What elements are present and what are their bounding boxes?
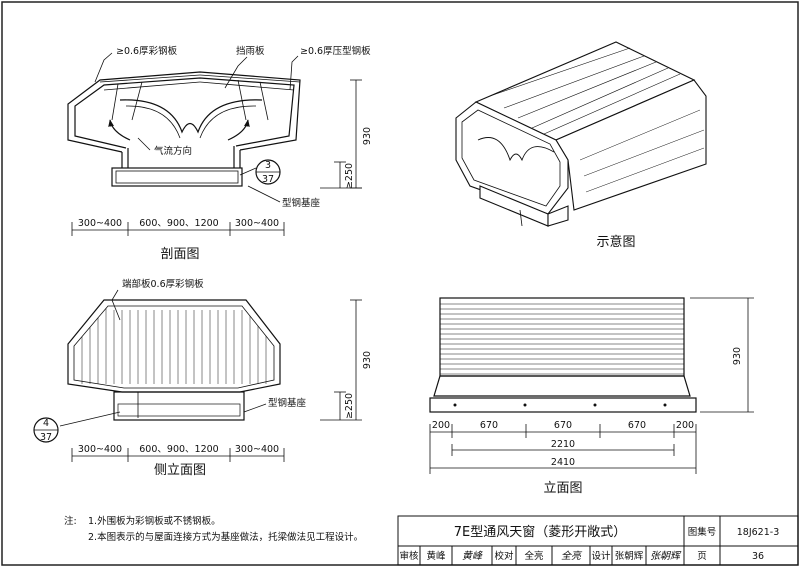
side-view [33, 289, 362, 462]
section-label-rain-board: 挡雨板 [236, 45, 265, 57]
elevation-total-inner: 2210 [551, 439, 575, 450]
section-label-base: 型钢基座 [282, 197, 321, 209]
section-airflow-right [227, 119, 250, 141]
section-dim-left: 300~400 [78, 218, 122, 229]
title-block-page-no: 36 [752, 551, 764, 562]
side-outer-outline [67, 299, 281, 393]
elevation-seg-2: 670 [480, 420, 498, 431]
section-label-steel-sheet: ≥0.6厚彩钢板 [116, 45, 178, 57]
side-dim-mid: 600、900、1200 [139, 444, 218, 455]
section-outer-skin [67, 71, 301, 153]
title-block-review-signature: 黄峰 [462, 550, 483, 562]
side-ref-top: 4 [43, 418, 49, 429]
title-block-design-signature: 张朝辉 [650, 550, 682, 562]
note-line-2: 2.本图表示的与屋面连接方式为基座做法，托梁做法见工程设计。 [88, 531, 363, 543]
title-block [397, 515, 799, 566]
schematic-baffle [477, 137, 555, 162]
note-line-1: 1.外围板为彩钢板或不锈钢板。 [88, 515, 221, 527]
section-steel-base [111, 167, 243, 187]
elevation-seg-3: 670 [554, 420, 572, 431]
section-inner-skin [74, 77, 295, 149]
section-label-airflow: 气流方向 [154, 145, 192, 157]
elevation-view-title: 立面图 [543, 481, 582, 496]
title-block-design-name: 张朝辉 [615, 551, 644, 562]
side-steel-base [113, 391, 245, 421]
side-dim-height: 930 [362, 351, 373, 369]
side-dim-right: 300~400 [235, 444, 279, 455]
elevation-skirt [433, 375, 691, 397]
elevation-seg-1: 200 [432, 420, 450, 431]
title-block-check-name: 全亮 [524, 550, 543, 562]
section-label-pressed-sheet: ≥0.6厚压型钢板 [300, 45, 371, 57]
section-view [67, 52, 362, 236]
side-ref-bottom: 37 [40, 432, 52, 443]
elevation-body [439, 297, 685, 377]
section-view-title: 剖面图 [160, 247, 199, 262]
section-dim-mid: 600、900、1200 [139, 218, 218, 229]
title-block-check-signature: 全亮 [561, 550, 583, 562]
section-baffle [119, 99, 263, 134]
notes: 注: 1.外围板为彩钢板或不锈钢板。 2.本图表示的与屋面连接方式为基座做法，托… [64, 515, 363, 543]
section-dim-base: ≥250 [344, 163, 355, 189]
title-block-page-label: 页 [697, 551, 707, 562]
section-dim-height: 930 [362, 127, 373, 145]
schematic-end-frame [455, 101, 569, 215]
schematic-view-title: 示意图 [596, 234, 635, 250]
side-dim-base: ≥250 [344, 393, 355, 419]
side-label-base: 型钢基座 [268, 397, 307, 409]
title-block-review-label: 审核 [399, 550, 419, 562]
title-block-design-label: 设计 [591, 550, 611, 562]
notes-title: 注: [64, 515, 77, 527]
side-dim-left: 300~400 [78, 444, 122, 455]
schematic-roof-ribs [489, 47, 681, 135]
elevation-view [429, 297, 754, 474]
elevation-bolts [453, 403, 667, 407]
elevation-seg-5: 200 [676, 420, 694, 431]
title-block-atlas-no: 18J621-3 [737, 527, 780, 538]
elevation-siding [440, 303, 684, 375]
section-ref-top: 3 [265, 160, 271, 171]
elevation-dim-height: 930 [732, 347, 743, 365]
section-ref-bottom: 37 [262, 174, 274, 185]
elevation-total-outer: 2410 [551, 457, 575, 468]
side-panel-ribs [81, 308, 267, 384]
schematic-view [455, 41, 707, 227]
title-block-check-label: 校对 [494, 550, 514, 562]
section-roof-ribs [99, 74, 301, 121]
side-view-title: 侧立面图 [154, 463, 206, 478]
title-block-title: 7E型通风天窗（菱形开敞式） [454, 524, 627, 540]
section-dim-right: 300~400 [235, 218, 279, 229]
elevation-seg-4: 670 [628, 420, 646, 431]
title-block-review-name: 黄峰 [426, 550, 446, 562]
elevation-base [429, 397, 697, 413]
title-block-atlas-label: 图集号 [688, 526, 717, 538]
side-label-end-plate: 端部板0.6厚彩钢板 [122, 278, 204, 290]
section-airflow-left [108, 119, 131, 141]
